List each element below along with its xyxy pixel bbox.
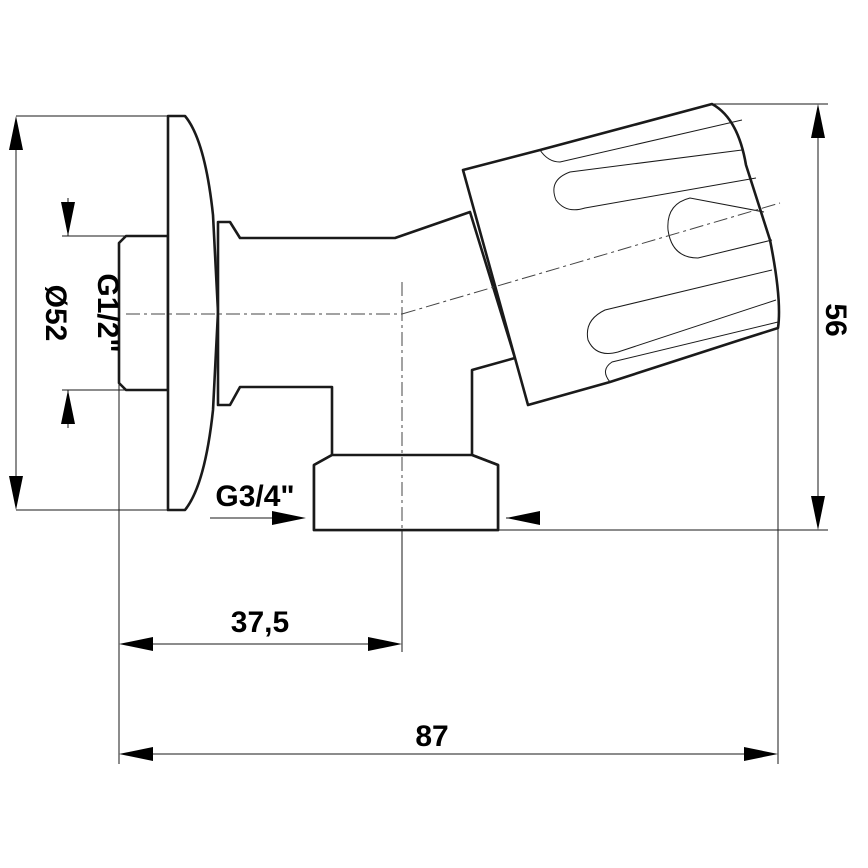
handwheel-groove-4 bbox=[586, 269, 777, 354]
center-lines bbox=[126, 202, 781, 530]
offset-label: 37,5 bbox=[231, 606, 289, 639]
dimension-inlet-thread: G1/2" bbox=[61, 198, 124, 428]
arrow-left bbox=[119, 637, 153, 651]
arrow-up bbox=[9, 116, 23, 150]
valve-body bbox=[117, 102, 781, 532]
length-label: 87 bbox=[415, 720, 448, 753]
extension-lines bbox=[16, 103, 828, 764]
handwheel-axis bbox=[401, 202, 781, 315]
inlet-thread-stub bbox=[117, 234, 170, 392]
dimension-length: 87 bbox=[119, 720, 778, 761]
arrow-up bbox=[61, 390, 75, 424]
diameter-label: Ø52 bbox=[39, 285, 72, 342]
inlet-thread-label: G1/2" bbox=[91, 273, 124, 352]
handwheel-groove-5 bbox=[605, 321, 779, 383]
dimension-outlet-thread: G3/4" bbox=[210, 480, 540, 525]
arrow-left bbox=[119, 747, 153, 761]
outlet-thread bbox=[312, 453, 500, 532]
arrow-right bbox=[368, 637, 402, 651]
arrow-up bbox=[811, 104, 825, 138]
dimension-height: 56 bbox=[811, 104, 852, 530]
wall-flange bbox=[166, 114, 220, 512]
handwheel-groove-1 bbox=[539, 119, 743, 163]
arrow-right bbox=[744, 747, 778, 761]
dimension-offset: 37,5 bbox=[119, 606, 402, 651]
arrow-down bbox=[811, 496, 825, 530]
handwheel-groove-2 bbox=[553, 149, 757, 211]
arrow-left bbox=[506, 511, 540, 525]
handwheel-groove-3 bbox=[667, 197, 773, 259]
outlet-thread-label: G3/4" bbox=[215, 480, 294, 513]
height-label: 56 bbox=[819, 303, 852, 336]
arrow-right bbox=[272, 511, 306, 525]
dimension-diameter: Ø52 bbox=[9, 116, 72, 510]
arrow-down bbox=[9, 476, 23, 510]
arrow-down bbox=[61, 202, 75, 236]
